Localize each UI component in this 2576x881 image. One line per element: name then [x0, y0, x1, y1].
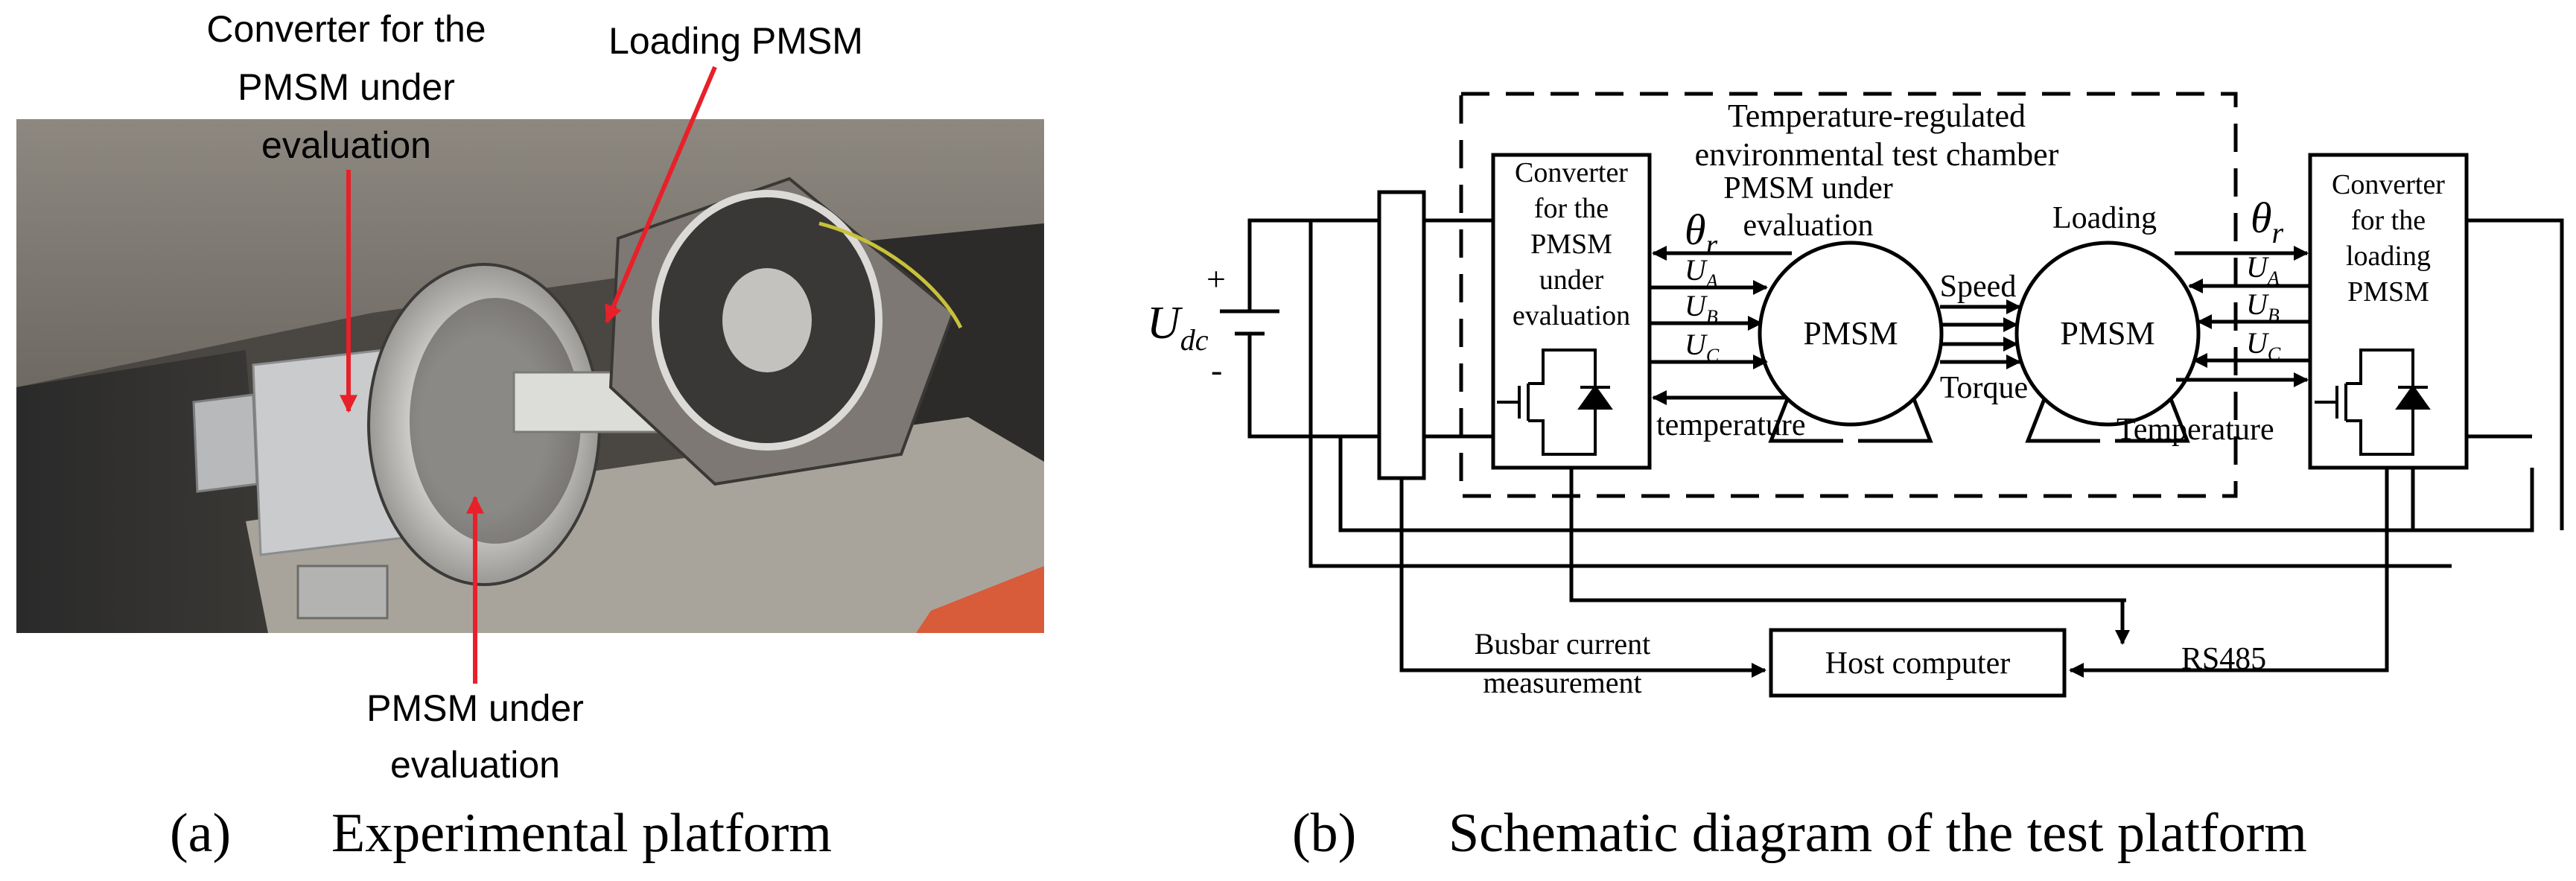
right-converter [2308, 153, 2469, 470]
label-converter-line-1: Converter for the [206, 8, 486, 50]
host-computer-label: Host computer [1825, 646, 2010, 681]
busbar-label-1: Busbar current [1475, 627, 1651, 661]
schematic-diagram [1220, 92, 2564, 698]
pmsm-eval-label-1: PMSM under [1723, 171, 1893, 206]
chamber-label-1: Temperature-regulated [1728, 98, 2026, 134]
udc-label: Udc [1147, 298, 1209, 357]
experimental-photo [16, 119, 1044, 633]
uc-right: UC [2246, 326, 2281, 365]
caption-a-letter: (a) [170, 803, 231, 864]
caption-a-text: Experimental platform [331, 803, 832, 864]
temperature-left-label: temperature [1656, 408, 1806, 442]
torque-label: Torque [1940, 371, 2028, 405]
right-converter-line-1: Converter [2332, 169, 2445, 200]
label-converter-line-2: PMSM under [238, 66, 455, 108]
photo-dark-floor [16, 350, 268, 633]
busbar-label-2: measurement [1483, 666, 1641, 699]
test-chamber [1459, 92, 2238, 498]
right-switch-icon [2315, 349, 2431, 456]
ua-right: UA [2246, 250, 2280, 289]
label-converter-line-3: evaluation [261, 124, 431, 166]
left-switch-icon [1497, 349, 1613, 456]
motor-label-right: PMSM [2060, 315, 2154, 352]
ua-left: UA [1685, 253, 1718, 292]
pmsm-under-evaluation-circle [1758, 241, 1944, 427]
left-converter-line-2: for the [1534, 193, 1609, 224]
photo-platform [246, 417, 1044, 633]
loading-pmsm-circle [2014, 241, 2201, 427]
right-converter-line-2: for the [2351, 205, 2426, 236]
annotation-arrows [340, 66, 717, 684]
left-converter-line-1: Converter [1515, 157, 1628, 188]
right-converter-line-4: PMSM [2347, 276, 2429, 308]
speed-label: Speed [1940, 270, 2017, 304]
host-computer-box [1769, 628, 2067, 698]
plus-sign: + [1206, 260, 1226, 298]
label-pmsm-line-2: evaluation [390, 744, 560, 786]
theta-left: θr [1685, 206, 1718, 261]
right-converter-line-3: loading [2346, 241, 2431, 272]
left-converter-line-3: PMSM [1530, 229, 1612, 260]
caption-b-text: Schematic diagram of the test platform [1448, 803, 2307, 864]
chamber-label-2: environmental test chamber [1695, 136, 2059, 173]
uc-left: UC [1685, 328, 1720, 366]
rs485-label: RS485 [2181, 642, 2266, 676]
caption-b-letter: (b) [1292, 803, 1356, 864]
label-pmsm-line-1: PMSM under [366, 687, 584, 729]
photo-orange-strip [916, 566, 1044, 633]
loading-label: Loading [2052, 201, 2157, 235]
pmsm-eval-label-2: evaluation [1743, 209, 1874, 243]
temperature-right-label: Temperature [2117, 413, 2274, 447]
theta-right: θr [2251, 194, 2284, 249]
label-loading-pmsm: Loading PMSM [608, 20, 863, 62]
ub-left: UB [1685, 289, 1718, 328]
motor-label-left: PMSM [1803, 315, 1898, 352]
busbar-sensor [1377, 190, 1426, 480]
left-converter-line-5: evaluation [1513, 300, 1630, 331]
arrow-loading [605, 66, 717, 324]
left-converter-line-4: under [1539, 264, 1604, 296]
minus-sign: - [1211, 351, 1222, 389]
ub-right: UB [2246, 287, 2280, 326]
